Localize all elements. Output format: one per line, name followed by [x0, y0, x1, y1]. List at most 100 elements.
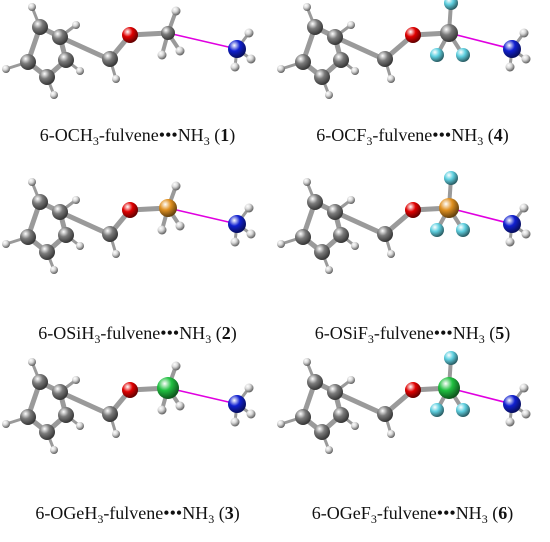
carbon-atom [314, 69, 330, 85]
caption-part: -fulvene [376, 503, 437, 523]
hydrogen-atom [325, 91, 333, 99]
caption-part: ( [492, 503, 499, 523]
caption-part: 3 [92, 134, 99, 148]
bond [57, 389, 107, 415]
molecule-structure [277, 0, 531, 99]
caption-part: 3 [205, 332, 212, 346]
hydrogen-atom [157, 50, 167, 60]
carbon-atom [295, 229, 311, 245]
compound-caption: 6-OSiH3-fulvene•••NH3 (2) [0, 323, 275, 347]
carbon-atom [327, 384, 343, 400]
caption-part: -fulvene [373, 323, 434, 343]
carbon-atom [39, 424, 55, 440]
bond [167, 387, 238, 405]
bond [448, 207, 513, 225]
carbon-atom [58, 407, 74, 423]
oxygen-atom [122, 382, 138, 398]
caption-part: ••• [436, 503, 456, 523]
hydrogen-atom [175, 46, 185, 56]
caption-part: ( [215, 323, 222, 343]
carbon-atom [32, 194, 48, 210]
hydrogen-atom [76, 242, 84, 250]
molecule-structure [277, 171, 531, 274]
silicon-atom [159, 199, 177, 217]
carbon-atom [58, 52, 74, 68]
carbon-atom [327, 29, 343, 45]
hydrogen-atom [230, 417, 240, 427]
hydrogen-atom [387, 250, 395, 258]
caption-part: 3 [366, 134, 373, 148]
fluorine-atom [430, 223, 444, 237]
caption-part: Ge [63, 503, 85, 523]
compound-caption: 6-OGeH3-fulvene•••NH3 (3) [0, 503, 275, 527]
compound-caption: 6-OCF3-fulvene•••NH3 (4) [275, 125, 550, 149]
carbon-atom [58, 227, 74, 243]
hydrogen-atom [246, 229, 256, 239]
caption-part: 6-O [311, 503, 340, 523]
hydrogen-atom [2, 420, 10, 428]
molecule-panel-6: 6-OGeF3-fulvene•••NH3 (6) [275, 351, 550, 540]
molecule-panel-5: 6-OSiF3-fulvene•••NH3 (5) [275, 171, 550, 360]
carbon-atom [102, 51, 118, 67]
carbon-atom [20, 229, 36, 245]
hydrogen-atom [230, 62, 240, 72]
bond [57, 209, 107, 235]
carbon-atom [32, 19, 48, 35]
caption-part: 6-O [35, 503, 64, 523]
molecule-panel-1: 6-OCH3-fulvene•••NH3 (1) [0, 0, 275, 180]
bond [167, 32, 238, 50]
caption-part: 6-O [314, 323, 343, 343]
caption-part: Si [342, 323, 358, 343]
hydrogen-atom [72, 376, 80, 384]
hydrogen-atom [277, 420, 285, 428]
fluorine-atom [430, 48, 444, 62]
hydrogen-atom [303, 3, 311, 11]
compound-number: 4 [493, 125, 503, 145]
carbon-atom [39, 244, 55, 260]
molecule-panel-4: 6-OCF3-fulvene•••NH3 (4) [275, 0, 550, 180]
caption-part: 3 [97, 512, 104, 526]
hydrogen-atom [246, 54, 256, 64]
carbon-atom [377, 406, 393, 422]
carbon-atom [161, 26, 175, 40]
carbon-atom [52, 204, 68, 220]
hydrogen-atom [351, 422, 359, 430]
hydrogen-atom [277, 65, 285, 73]
fluorine-atom [444, 0, 458, 10]
hydrogen-atom [303, 358, 311, 366]
caption-part: -fulvene [103, 503, 164, 523]
caption-part: ••• [433, 323, 453, 343]
caption-part: 3 [477, 134, 484, 148]
hydrogen-atom [505, 62, 515, 72]
caption-part: ( [487, 125, 494, 145]
caption-part: F [356, 125, 367, 145]
hydrogen-atom [347, 196, 355, 204]
hydrogen-atom [175, 401, 185, 411]
hydrogen-atom [28, 178, 36, 186]
caption-part: 6-O [39, 125, 68, 145]
fluorine-atom [430, 403, 444, 417]
caption-part: 3 [370, 512, 377, 526]
hydrogen-atom [246, 409, 256, 419]
hydrogen-atom [244, 383, 254, 393]
compound-number: 2 [221, 323, 231, 343]
hydrogen-atom [387, 75, 395, 83]
carbon-atom [377, 226, 393, 242]
caption-part: 3 [367, 332, 374, 346]
hydrogen-atom [521, 54, 531, 64]
hydrogen-atom [50, 266, 58, 274]
hydrogen-atom [28, 358, 36, 366]
hydrogen-atom [171, 181, 181, 191]
caption-part: ••• [160, 323, 180, 343]
hydrogen-atom [112, 430, 120, 438]
carbon-atom [32, 374, 48, 390]
molecule-panel-2: 6-OSiH3-fulvene•••NH3 (2) [0, 178, 275, 360]
caption-part: -fulvene [100, 323, 161, 343]
caption-part: 3 [208, 512, 215, 526]
caption-part: ( [214, 125, 221, 145]
caption-part: ( [489, 323, 496, 343]
caption-part: -fulvene [98, 125, 159, 145]
molecule-panel-3: 6-OGeH3-fulvene•••NH3 (3) [0, 358, 275, 540]
hydrogen-atom [351, 67, 359, 75]
caption-part: H [81, 323, 95, 343]
